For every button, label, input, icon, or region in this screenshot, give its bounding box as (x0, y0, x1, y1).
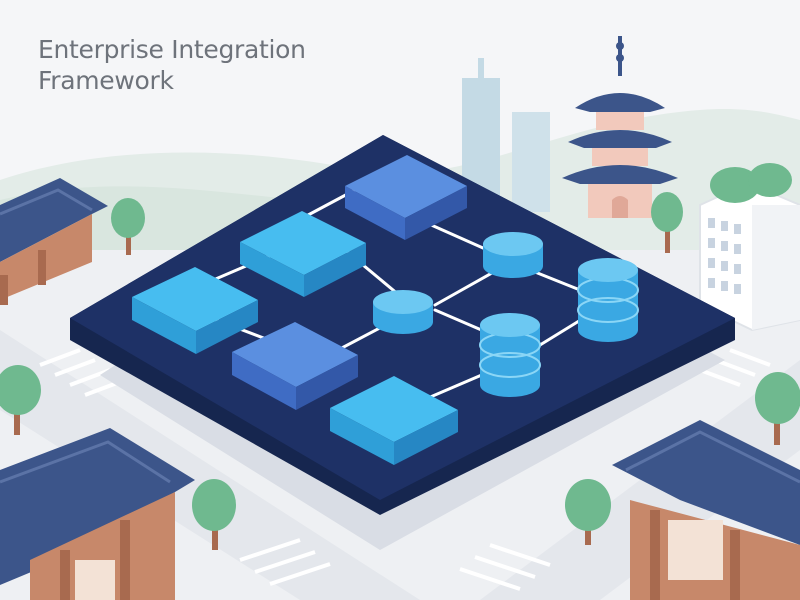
module-tile-icon (330, 376, 458, 465)
tree-icon (111, 198, 145, 255)
tree-icon (710, 163, 792, 203)
title-line-1: Enterprise Integration (38, 35, 306, 64)
module-tile-icon (345, 155, 467, 240)
hanok-roof-icon (0, 178, 108, 305)
page-title: Enterprise Integration Framework (38, 34, 358, 96)
module-tile-icon (240, 211, 366, 297)
tree-icon (192, 479, 236, 550)
database-icon (479, 313, 541, 397)
pagoda-icon (562, 36, 678, 218)
database-icon (577, 258, 639, 342)
hanok-roof-icon (612, 420, 800, 600)
hanok-roof-icon (0, 428, 195, 600)
tree-icon (0, 365, 41, 435)
title-line-2: Framework (38, 66, 174, 95)
tree-icon (755, 372, 800, 445)
database-icon (373, 290, 433, 334)
tree-icon (651, 192, 683, 253)
module-tile-icon (132, 267, 258, 354)
database-icon (483, 232, 543, 278)
tree-icon (565, 479, 611, 545)
module-tile-icon (232, 322, 358, 410)
